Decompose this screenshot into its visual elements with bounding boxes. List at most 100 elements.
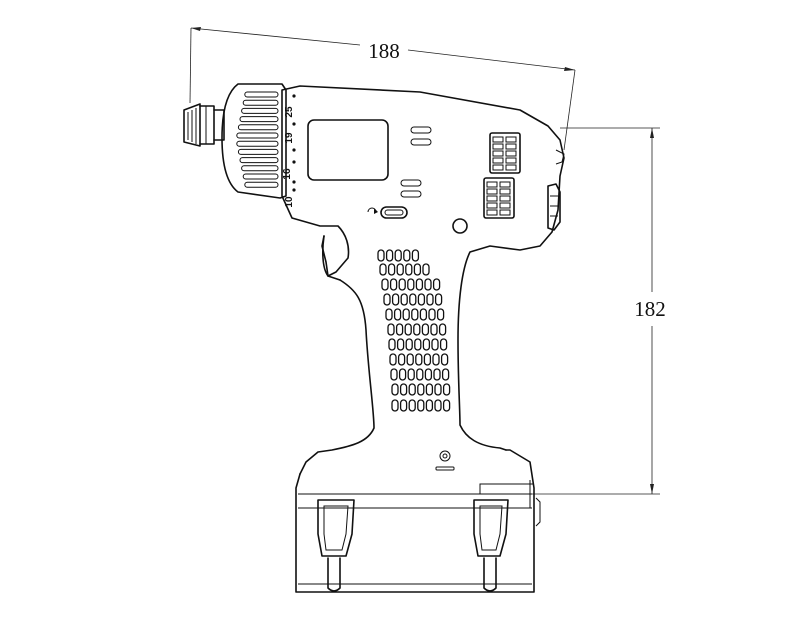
control-key	[486, 195, 498, 202]
torque-mark-19: 19	[284, 132, 295, 144]
control-key	[486, 188, 498, 195]
control-key	[492, 143, 504, 150]
collar-rib	[239, 157, 279, 164]
control-key	[499, 188, 511, 195]
control-key	[499, 195, 511, 202]
battery-latch-right	[473, 499, 509, 592]
control-key	[499, 181, 511, 188]
vent-slot	[390, 368, 398, 381]
vent-slot	[442, 399, 451, 412]
vent-slot	[417, 383, 425, 396]
torque-collar: 25 19 16 10	[221, 83, 296, 208]
vent-slot	[440, 353, 449, 366]
battery-pack-outline	[295, 449, 535, 593]
handle-screw	[435, 450, 455, 471]
vent-slot	[388, 338, 396, 351]
control-key	[505, 150, 517, 157]
control-key	[505, 157, 517, 164]
collar-rib	[239, 116, 279, 123]
vent-slot	[409, 293, 417, 306]
control-key	[499, 202, 511, 209]
vent-slot	[426, 293, 434, 306]
collar-rib	[236, 132, 279, 139]
collar-rib	[236, 140, 279, 147]
vent-slot	[422, 338, 431, 351]
vent-slot	[423, 353, 432, 366]
torque-mark-10: 10	[284, 196, 295, 208]
control-key	[486, 209, 498, 216]
vent-slot	[381, 278, 389, 291]
control-key	[499, 209, 511, 216]
vent-slot	[438, 323, 447, 336]
bit-holder	[183, 103, 225, 147]
control-key	[486, 181, 498, 188]
torque-mark-16: 16	[282, 168, 293, 180]
vent-slot	[405, 263, 413, 276]
vent-slot	[407, 278, 415, 291]
vent-slot	[419, 308, 428, 321]
vent-slot	[441, 368, 450, 381]
vent-slot	[402, 308, 410, 321]
vent-slot	[395, 323, 404, 336]
collar-rib	[244, 91, 279, 98]
vent-slot	[433, 368, 441, 381]
handle-vents	[377, 249, 451, 412]
vent-slot	[413, 263, 422, 276]
vent-slot	[415, 353, 423, 366]
vent-slot	[387, 323, 395, 336]
vent-slot	[434, 399, 442, 412]
control-key	[492, 136, 504, 143]
vent-slot	[434, 383, 442, 396]
control-key	[492, 150, 504, 157]
vent-slot	[414, 338, 422, 351]
vent-slot	[398, 368, 407, 381]
collar-rib	[241, 107, 279, 114]
vent-slot	[393, 308, 402, 321]
vent-slot	[411, 249, 420, 262]
vent-slot	[430, 323, 438, 336]
vent-slot	[425, 399, 434, 412]
collar-rib	[241, 165, 279, 172]
vent-slot	[397, 353, 406, 366]
length-dimension: 188	[189, 27, 576, 151]
rear-knob	[547, 149, 565, 231]
vent-slot	[416, 368, 424, 381]
vent-slot	[396, 263, 404, 276]
vent-slot	[417, 293, 426, 306]
vent-slot	[399, 383, 408, 396]
vent-slot	[408, 399, 416, 412]
length-value: 188	[368, 39, 400, 63]
vent-slot	[424, 368, 433, 381]
indicator-slots	[400, 126, 432, 198]
vent-slot	[396, 338, 405, 351]
vent-slot	[383, 293, 391, 306]
vent-slot	[421, 323, 430, 336]
vent-slot	[391, 293, 400, 306]
direction-switch	[367, 206, 408, 219]
vent-slot	[404, 323, 412, 336]
housing-outline	[281, 85, 565, 475]
vent-slot	[394, 249, 402, 262]
collar-rib	[237, 124, 279, 131]
vent-slot	[391, 399, 399, 412]
control-key	[492, 157, 504, 164]
collar-rib	[237, 148, 279, 155]
vent-slot	[436, 308, 445, 321]
vent-slot	[424, 278, 432, 291]
vent-slot	[422, 263, 430, 276]
vent-slot	[415, 278, 424, 291]
trigger	[322, 235, 341, 281]
control-key	[505, 136, 517, 143]
collar-ribs	[236, 91, 279, 188]
battery-latch-left	[317, 499, 355, 592]
vent-slot	[385, 308, 393, 321]
display-screen	[307, 119, 389, 181]
round-button	[452, 218, 468, 234]
vent-slot	[405, 338, 413, 351]
vent-slot	[400, 293, 408, 306]
vent-slot	[389, 278, 398, 291]
vent-slot	[387, 263, 396, 276]
control-key	[505, 164, 517, 171]
control-key	[492, 164, 504, 171]
